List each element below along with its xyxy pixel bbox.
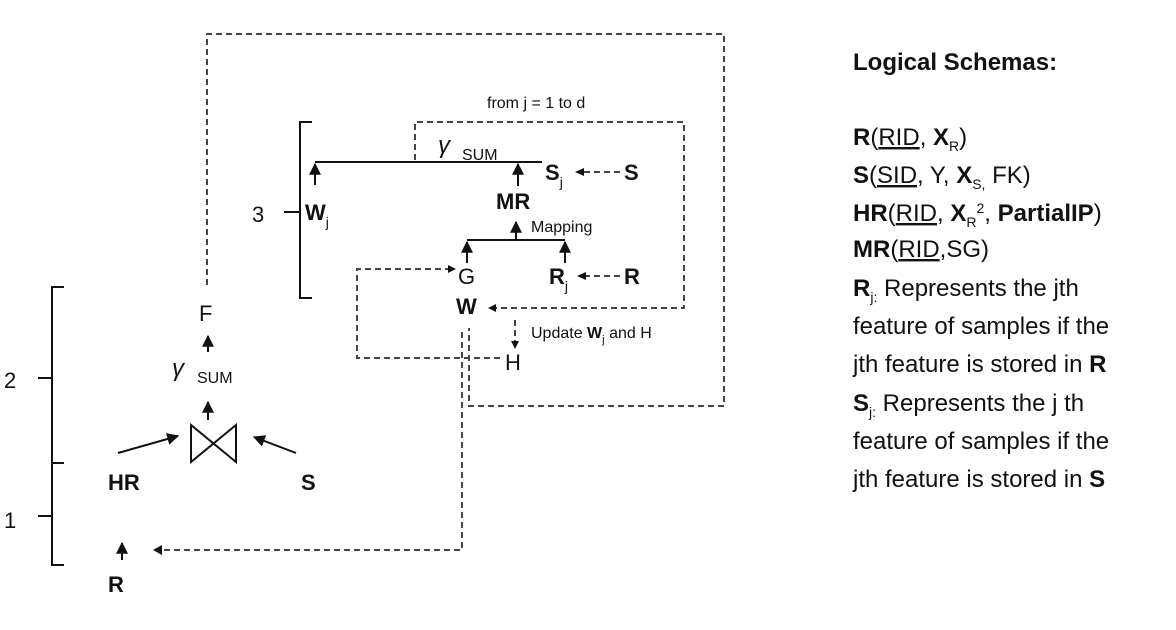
node-sj: Sj (545, 160, 563, 190)
node-hr: HR (108, 470, 140, 495)
stage-bracket-3 (284, 121, 312, 299)
outer-loop-dashed (206, 33, 725, 407)
schemas-panel: Logical Schemas: R(RID, XR) S(SID, Y, XS… (852, 49, 1109, 493)
mapping-label: Mapping (531, 219, 592, 236)
node-r-right: R (624, 264, 640, 289)
node-h: H (505, 350, 521, 375)
schemas-heading: Logical Schemas: (853, 49, 1057, 76)
stage-label-2: 2 (4, 368, 16, 393)
node-g: G (458, 264, 475, 289)
stage-label-1: 1 (4, 508, 16, 533)
node-f: F (199, 301, 212, 326)
inner-loop-dashed (414, 121, 685, 309)
stage-bracket-2 (38, 286, 64, 463)
schema-s: S(SID, Y, XS, FK) (853, 162, 1031, 192)
w-to-r-dashed (160, 332, 463, 551)
node-rj: Rj (549, 264, 568, 294)
sum-inner-label: SUM (462, 147, 498, 164)
update-label: Update Wj and H (531, 325, 652, 346)
gamma-outer-icon: γ (172, 355, 186, 382)
h-loop-dashed (356, 268, 500, 359)
sj-description-line2: feature of samples if the (853, 428, 1109, 455)
rj-description-line3: jth feature is stored in R (852, 351, 1106, 378)
sj-description: Sj: Represents the j th (853, 390, 1084, 420)
node-r-bottom: R (108, 572, 124, 597)
rj-description-line2: feature of samples if the (853, 313, 1109, 340)
schema-mr: MR(RID,SG) (853, 236, 989, 263)
node-s-top-right: S (624, 160, 639, 185)
stage-label-3: 3 (252, 202, 264, 227)
node-mr: MR (496, 189, 530, 214)
node-s-join: S (301, 470, 316, 495)
schema-hr: HR(RID, XR2, PartialIP) (853, 200, 1102, 230)
rj-description: Rj: Represents the jth (853, 275, 1079, 305)
sum-outer-label: SUM (197, 370, 233, 387)
node-wj: Wj (305, 200, 329, 230)
gamma-inner-icon: γ (438, 132, 452, 159)
stage-bracket-1 (38, 462, 64, 566)
node-w: W (456, 294, 477, 319)
loop-label: from j = 1 to d (487, 95, 585, 112)
join-icon (190, 422, 237, 465)
schema-r: R(RID, XR) (853, 124, 967, 154)
sj-description-line3: jth feature is stored in S (852, 466, 1105, 493)
